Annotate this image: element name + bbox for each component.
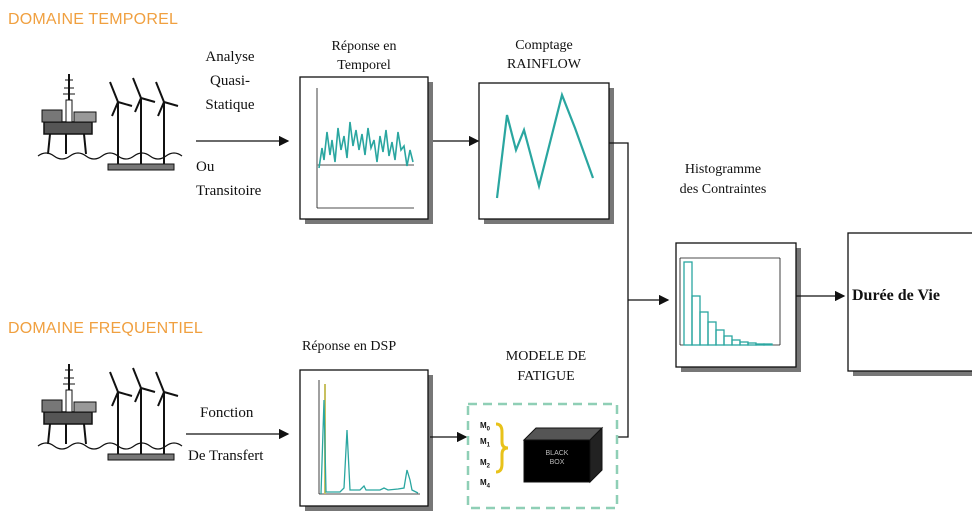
fatigue-model-title-2: FATIGUE xyxy=(517,369,575,384)
black-box-label-1: BLACK xyxy=(545,450,569,457)
connector-fatigue xyxy=(618,300,629,438)
lifetime-output-label: Durée de Vie xyxy=(852,287,940,304)
lifetime-output-box xyxy=(847,232,972,376)
analysis-label-1: Analyse xyxy=(205,49,255,65)
analysis-label-3: Statique xyxy=(205,97,255,113)
domain-temporal-label: DOMAINE TEMPOREL xyxy=(8,11,179,28)
black-box-label-2: BOX xyxy=(549,459,565,466)
moment-m0: M0 xyxy=(480,421,491,433)
offshore-platform-wind-farm-icon xyxy=(37,73,183,171)
fatigue-model-title-1: MODELE DE xyxy=(505,349,587,364)
offshore-platform-wind-farm-icon xyxy=(37,363,183,461)
dsp-response-title: Réponse en DSP xyxy=(302,339,397,354)
rainflow-title-2: RAINFLOW xyxy=(507,57,581,72)
transfer-label-1: Fonction xyxy=(200,405,254,421)
transient-label-1: Ou xyxy=(196,159,215,175)
histogram-title-2: des Contraintes xyxy=(679,182,767,197)
moment-m1: M1 xyxy=(480,437,491,449)
connector-rainflow xyxy=(609,142,629,300)
moment-m2: M2 xyxy=(480,458,491,470)
moment-m4: M4 xyxy=(480,478,491,490)
fatigue-model-box xyxy=(466,402,619,510)
transfer-label-2: De Transfert xyxy=(188,448,264,464)
domain-frequency-label: DOMAINE FREQUENTIEL xyxy=(8,320,203,337)
rainflow-title-1: Comptage xyxy=(515,38,573,53)
transient-label-2: Transitoire xyxy=(196,183,262,199)
histogram-title-1: Histogramme xyxy=(684,162,762,177)
dsp-response-panel xyxy=(299,369,433,511)
temporal-response-panel xyxy=(299,76,433,224)
temporal-response-title-1: Réponse en xyxy=(331,39,397,54)
black-box-icon xyxy=(522,426,604,484)
analysis-label-2: Quasi- xyxy=(210,73,250,89)
temporal-response-title-2: Temporel xyxy=(337,58,391,73)
rainflow-panel xyxy=(478,82,614,224)
histogram-panel xyxy=(675,242,801,372)
